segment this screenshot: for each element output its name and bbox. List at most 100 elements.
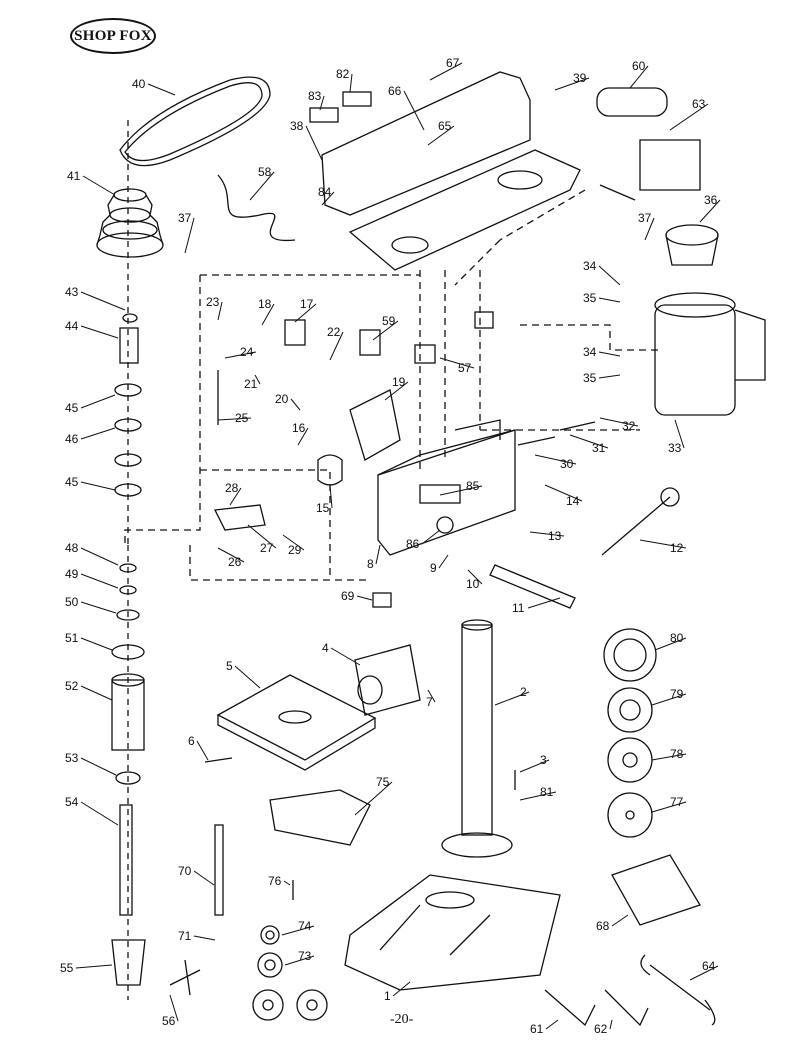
leader-line (439, 485, 483, 496)
motor-link-dashed (454, 189, 660, 431)
leader-line (639, 539, 687, 549)
leader-line (249, 171, 275, 201)
callout-22: 22 (327, 325, 341, 339)
leader-line (651, 801, 687, 813)
callout-73: 73 (298, 949, 312, 963)
callout-39: 39 (573, 71, 587, 85)
spindle-pulley (96, 188, 164, 258)
leader-line (80, 757, 117, 776)
callout-14: 14 (566, 494, 580, 508)
leader-line (699, 199, 721, 223)
motor (654, 292, 766, 416)
leader-line (439, 357, 475, 369)
leader-line (319, 95, 325, 111)
callout-70: 70 (178, 864, 192, 878)
leader-line (651, 753, 687, 761)
callout-81: 81 (540, 785, 554, 799)
callout-37: 37 (638, 211, 652, 225)
belt (119, 76, 271, 167)
switch-17 (284, 319, 306, 346)
callout-7: 7 (426, 695, 433, 709)
callout-11: 11 (512, 601, 525, 615)
callout-68: 68 (596, 919, 610, 933)
leader-line (283, 880, 291, 886)
callout-35: 35 (583, 291, 597, 305)
callout-64: 64 (702, 959, 716, 973)
label-83 (309, 107, 339, 123)
callout-21: 21 (244, 377, 258, 391)
washer-73 (257, 952, 283, 978)
callout-76: 76 (268, 874, 282, 888)
leader-line (193, 870, 215, 886)
callout-27: 27 (260, 541, 274, 555)
power-cord (217, 174, 296, 242)
callout-84: 84 (318, 185, 332, 199)
leader-line (598, 351, 621, 357)
callout-55: 55 (60, 961, 74, 975)
leader-line (281, 925, 315, 936)
bolt-6 (204, 757, 233, 763)
leader-line (329, 484, 333, 509)
leader-line (403, 90, 425, 131)
callout-5: 5 (226, 659, 233, 673)
callout-36: 36 (704, 193, 718, 207)
callout-12: 12 (670, 541, 684, 555)
label-82 (342, 91, 372, 107)
leader-line (349, 73, 353, 93)
callout-59: 59 (382, 314, 396, 328)
leader-line (438, 554, 449, 569)
washer-78 (607, 737, 653, 783)
leader-line (598, 297, 621, 303)
leader-line (217, 417, 252, 421)
leader-line (297, 427, 309, 446)
callout-85: 85 (466, 479, 480, 493)
callout-80: 80 (670, 631, 684, 645)
callout-44: 44 (65, 319, 79, 333)
part-15 (317, 454, 343, 486)
belt-guard (321, 71, 581, 271)
wrench-64 (640, 954, 716, 1026)
leader-line (427, 689, 436, 703)
leader-line (384, 381, 409, 401)
callout-60: 60 (632, 59, 646, 73)
callout-56: 56 (162, 1014, 176, 1028)
callout-17: 17 (300, 297, 314, 311)
leader-line (294, 303, 317, 323)
callout-40: 40 (132, 77, 146, 91)
leader-line (80, 637, 113, 651)
leader-line (290, 398, 301, 411)
chuck (111, 939, 146, 986)
callout-49: 49 (65, 567, 79, 581)
leader-line (80, 481, 116, 491)
leader-line (529, 531, 565, 537)
callout-8: 8 (367, 557, 374, 571)
leader-line (224, 351, 257, 359)
leader-line (80, 801, 119, 826)
callout-16: 16 (292, 421, 306, 435)
leader-line (651, 693, 687, 706)
leader-line (354, 781, 393, 816)
callout-62: 62 (594, 1022, 608, 1036)
column (461, 624, 493, 836)
leader-line (527, 597, 561, 609)
part-57b (474, 311, 494, 329)
callout-61: 61 (530, 1022, 544, 1036)
head-assembly-outline (124, 274, 420, 581)
leader-line (356, 595, 373, 601)
quill (111, 679, 145, 751)
leader-line (534, 454, 577, 465)
callout-66: 66 (388, 84, 402, 98)
spindle-shaft (119, 804, 133, 916)
leader-line (82, 175, 116, 196)
leader-line (169, 994, 179, 1022)
hex-key-62 (604, 989, 649, 1027)
callout-57: 57 (458, 361, 472, 375)
leader-line (669, 103, 709, 131)
callout-25: 25 (235, 411, 249, 425)
pinion-shaft (489, 564, 576, 609)
callout-34: 34 (583, 259, 597, 273)
leader-line (609, 1019, 613, 1030)
callout-18: 18 (258, 297, 272, 311)
